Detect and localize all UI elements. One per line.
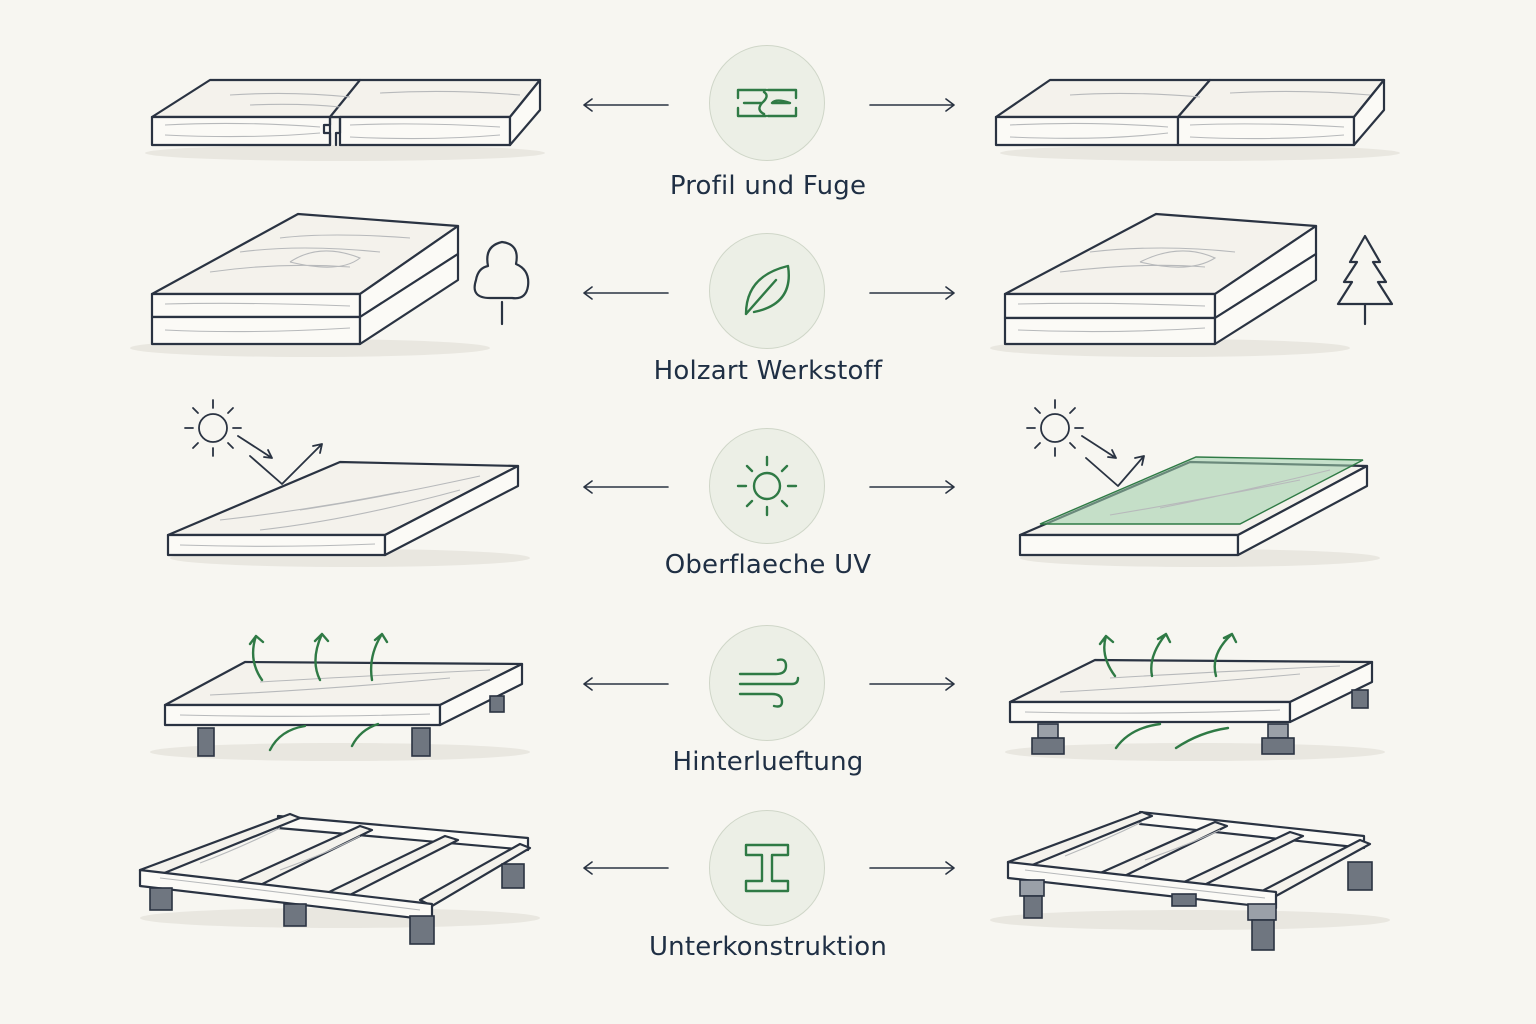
arrow-left [578, 674, 678, 694]
ventilation-right-illustration [1005, 632, 1385, 761]
ventilation-left-illustration [150, 632, 530, 761]
substructure-right-illustration [990, 810, 1390, 951]
uv-coating-layer [1039, 456, 1364, 525]
tongue-groove-profile-icon [709, 45, 825, 161]
arrow-left [578, 858, 678, 878]
wind-icon [709, 625, 825, 741]
row-label: Profil und Fuge [669, 171, 867, 201]
arrow-right [866, 858, 966, 878]
leaf-icon [709, 233, 825, 349]
arrow-right [866, 674, 966, 694]
row-wood-type: Holzart Werkstoff [0, 212, 1536, 427]
sun-icon [184, 399, 242, 457]
sun-icon [1026, 399, 1084, 457]
board-joint-left-illustration [145, 78, 545, 161]
arrow-right [866, 95, 966, 115]
arrow-right [866, 283, 966, 303]
conifer-tree-icon [1336, 234, 1394, 326]
row-label: Unterkonstruktion [648, 932, 888, 962]
board-stack-right-illustration [990, 212, 1394, 357]
deciduous-tree-icon [473, 240, 530, 326]
board-stack-left-illustration [130, 212, 530, 357]
arrow-right [866, 477, 966, 497]
arrow-left [578, 283, 678, 303]
row-rear-ventilation: Hinterlueftung [0, 620, 1536, 815]
row-substructure: Unterkonstruktion [0, 808, 1536, 1003]
row-profile-joint: Profil und Fuge [0, 45, 1536, 240]
substructure-left-illustration [138, 812, 540, 945]
uv-coated-surface-right-illustration [1018, 399, 1380, 567]
row-surface-uv: Oberflaeche UV [0, 399, 1536, 615]
arrow-left [578, 95, 678, 115]
row-label: Hinterlueftung [672, 747, 864, 777]
board-joint-right-illustration [994, 78, 1400, 161]
i-beam-icon [709, 810, 825, 926]
arrow-left [578, 477, 678, 497]
row-label: Oberflaeche UV [664, 550, 872, 580]
row-label: Holzart Werkstoff [653, 356, 883, 386]
sun-icon [709, 428, 825, 544]
uv-surface-left-illustration [166, 399, 530, 567]
